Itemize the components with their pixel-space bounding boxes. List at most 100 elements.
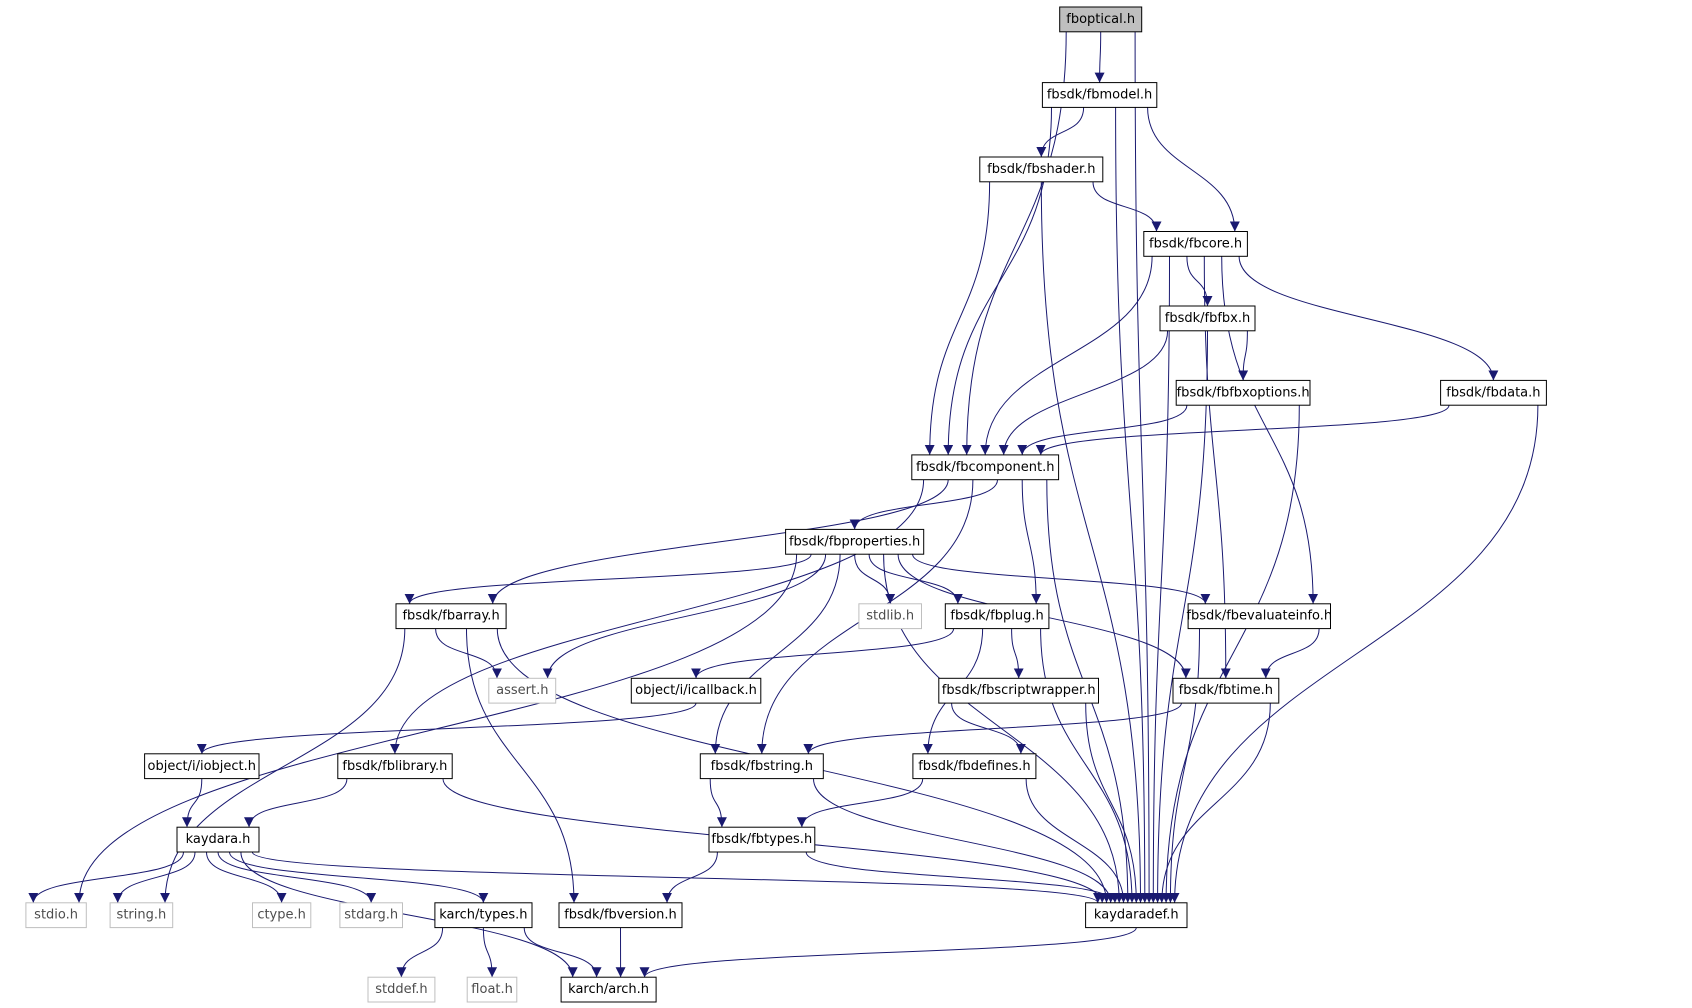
node-fbproperties[interactable]: fbsdk/fbproperties.h <box>785 528 925 555</box>
node-fboptical[interactable]: fboptical.h <box>1059 6 1143 33</box>
node-label: fbsdk/fbshader.h <box>987 162 1095 177</box>
node-fbtime[interactable]: fbsdk/fbtime.h <box>1172 677 1280 704</box>
edge-kaydara-to-kaydaradef <box>251 851 1103 904</box>
edge-fbstring-to-kaydaradef <box>813 778 1116 903</box>
edge-fbproperties-to-fbevaluateinfo <box>912 554 1211 604</box>
edge-fboptical-to-kaydaradef <box>1134 31 1155 903</box>
node-icallback[interactable]: object/i/icallback.h <box>630 677 762 704</box>
node-fbtypes[interactable]: fbsdk/fbtypes.h <box>708 826 816 853</box>
nodes-layer: fboptical.h fbsdk/fbmodel.h fbsdk/fbshader… <box>25 6 1547 1003</box>
node-fbscriptwrapper[interactable]: fbsdk/fbscriptwrapper.h <box>938 677 1099 704</box>
node-kaydara[interactable]: kaydara.h <box>176 826 260 853</box>
node-box <box>144 753 260 780</box>
node-label: fbsdk/fbcore.h <box>1149 236 1242 251</box>
node-label: fbsdk/fbproperties.h <box>789 534 920 549</box>
node-ctype: ctype.h <box>252 902 312 929</box>
node-box <box>560 976 657 1003</box>
edge-fbtypes-to-kaydaradef <box>805 851 1120 903</box>
node-fbfbxoptions[interactable]: fbsdk/fbfbxoptions.h <box>1175 379 1311 406</box>
node-label: fbsdk/fbdata.h <box>1446 385 1540 400</box>
node-fbcore[interactable]: fbsdk/fbcore.h <box>1143 231 1248 257</box>
node-box <box>558 902 683 929</box>
node-label: assert.h <box>496 683 548 698</box>
node-fbevaluateinfo[interactable]: fbsdk/fbevaluateinfo.h <box>1186 603 1332 630</box>
node-box <box>1041 82 1158 108</box>
node-fbversion[interactable]: fbsdk/fbversion.h <box>558 902 683 929</box>
node-fbplug[interactable]: fbsdk/fbplug.h <box>944 603 1050 630</box>
node-fbdefines[interactable]: fbsdk/fbdefines.h <box>912 753 1037 780</box>
node-label: fbsdk/fblibrary.h <box>342 759 447 774</box>
node-label: karch/arch.h <box>568 982 649 997</box>
node-label: fbsdk/fbscriptwrapper.h <box>942 683 1096 698</box>
node-label: stdio.h <box>34 908 78 923</box>
node-assert: assert.h <box>488 677 557 704</box>
edge-fbproperties-to-assert <box>542 554 827 679</box>
edge-fbtime-to-fbstring <box>803 702 1182 754</box>
node-box <box>1159 305 1256 332</box>
node-label: fbsdk/fbtime.h <box>1179 683 1273 698</box>
node-karcharch[interactable]: karch/arch.h <box>560 976 657 1003</box>
node-label: fbsdk/fbdefines.h <box>918 759 1030 774</box>
node-label: stddef.h <box>375 982 427 997</box>
edge-fbmodel-to-fbshader <box>1036 107 1085 158</box>
edge-kaydara-to-stdio <box>28 852 184 903</box>
edge-fblibrary-to-kaydara <box>244 778 348 828</box>
node-label: fboptical.h <box>1066 12 1135 27</box>
node-stdlib: stdlib.h <box>858 603 923 630</box>
node-box <box>979 156 1104 183</box>
node-box <box>785 528 925 555</box>
node-box <box>1059 6 1143 33</box>
edge-fbcomponent-to-fbproperties <box>849 479 998 530</box>
node-box <box>911 454 1060 481</box>
node-label: fbsdk/fbstring.h <box>711 759 813 774</box>
node-fbarray[interactable]: fbsdk/fbarray.h <box>395 603 507 630</box>
node-iobject[interactable]: object/i/iobject.h <box>144 753 260 780</box>
node-box <box>858 603 923 630</box>
edge-fbevaluateinfo-to-fbtime <box>1260 628 1320 679</box>
node-fbmodel[interactable]: fbsdk/fbmodel.h <box>1041 82 1158 108</box>
edge-karchtypes-to-float <box>482 927 498 978</box>
node-label: string.h <box>117 908 167 923</box>
edge-fbtime-to-kaydaradef <box>1156 703 1271 903</box>
node-fblibrary[interactable]: fbsdk/fblibrary.h <box>337 753 453 780</box>
edge-fbcore-to-kaydaradef <box>1148 256 1170 903</box>
node-stdio: stdio.h <box>25 902 87 929</box>
edge-fbplug-to-fbscriptwrapper <box>1011 628 1024 679</box>
node-kaydaradef[interactable]: kaydaradef.h <box>1085 902 1188 929</box>
node-fbfbx[interactable]: fbsdk/fbfbx.h <box>1159 305 1256 332</box>
node-box <box>1440 379 1547 406</box>
edge-fbplug-to-icallback <box>691 628 955 679</box>
node-label: fbsdk/fbfbxoptions.h <box>1177 385 1310 400</box>
edge-fbcore-to-fbcomponent <box>980 256 1153 455</box>
node-karchtypes[interactable]: karch/types.h <box>434 902 533 929</box>
node-label: fbsdk/fbtypes.h <box>711 832 812 847</box>
node-label: karch/types.h <box>439 908 527 923</box>
edge-karchtypes-to-stddef <box>396 927 444 978</box>
node-box <box>339 902 403 929</box>
edge-kaydara-to-karchtypes <box>229 851 489 903</box>
node-label: fbsdk/fbarray.h <box>402 609 499 624</box>
edge-fbcore-to-fbdata <box>1238 256 1499 381</box>
node-label: float.h <box>471 982 513 997</box>
edge-fboptical-to-fbmodel <box>1094 31 1105 83</box>
edge-kaydaradef-to-karcharch <box>639 927 1137 978</box>
edge-fbcomponent-to-fbplug <box>1021 479 1042 604</box>
node-label: fbsdk/fbplug.h <box>950 609 1043 624</box>
node-box <box>630 677 762 704</box>
edge-fbarray-to-fbversion <box>466 628 579 903</box>
node-fbdata[interactable]: fbsdk/fbdata.h <box>1440 379 1547 406</box>
node-box <box>252 902 312 929</box>
node-box <box>1172 677 1280 704</box>
node-box <box>1175 379 1311 406</box>
edge-fbstring-to-fbtypes <box>709 778 727 828</box>
node-box <box>337 753 453 780</box>
edge-fbcore-to-fbfbx <box>1186 256 1213 307</box>
edge-kaydara-to-karcharch <box>240 852 578 978</box>
edge-kaydara-to-ctype <box>206 852 287 903</box>
edge-fbfbx-to-kaydaradef <box>1152 330 1208 903</box>
node-fbstring[interactable]: fbsdk/fbstring.h <box>699 753 824 780</box>
node-label: object/i/iobject.h <box>148 759 256 774</box>
node-fbcomponent[interactable]: fbsdk/fbcomponent.h <box>911 454 1060 481</box>
edge-fbdata-to-kaydaradef <box>1169 405 1539 903</box>
node-fbshader[interactable]: fbsdk/fbshader.h <box>979 156 1104 183</box>
